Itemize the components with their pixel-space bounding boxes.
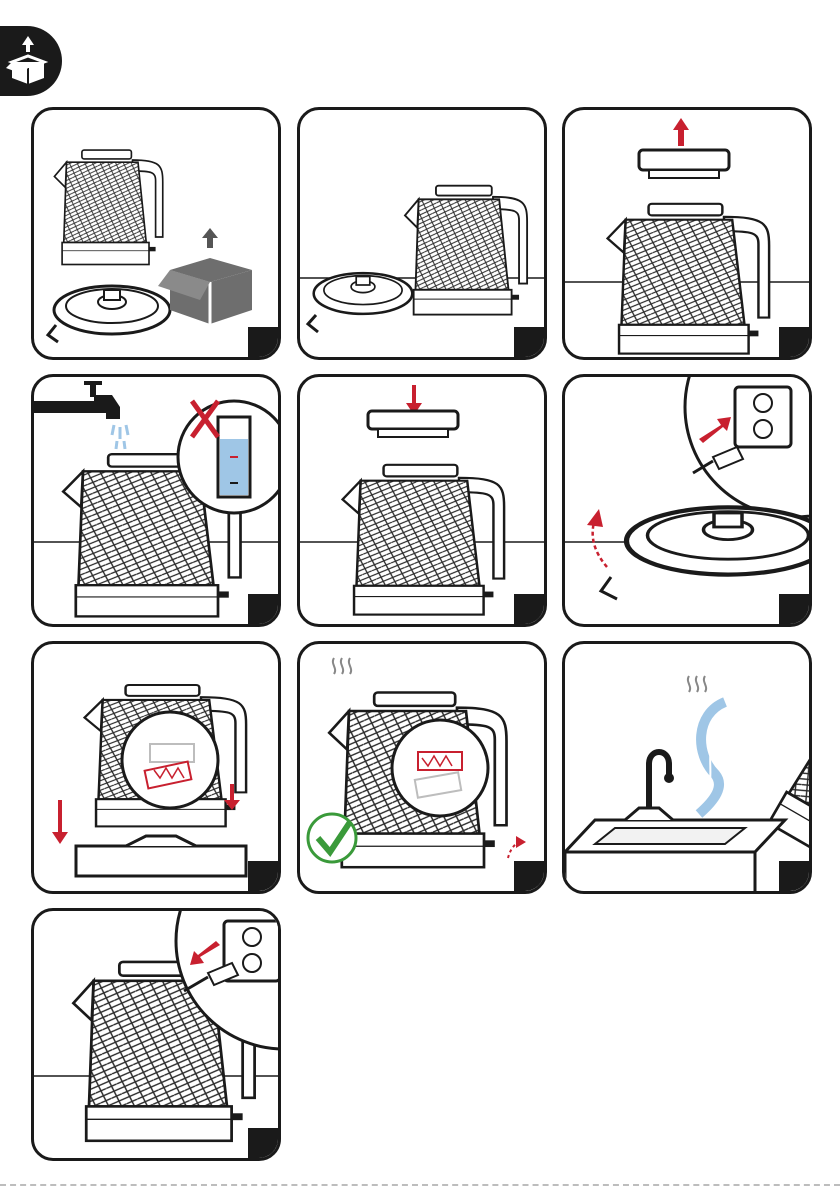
corner-marker xyxy=(779,327,809,357)
water-pour xyxy=(699,702,725,814)
lower-arrow-icon xyxy=(52,800,68,844)
corner-marker xyxy=(514,861,544,891)
step-panel-plug-in xyxy=(562,374,812,627)
corner-marker xyxy=(248,327,278,357)
step-panel-remove-lid xyxy=(562,107,812,360)
step-panel-place-on-base xyxy=(297,107,547,360)
close-lid-scene xyxy=(300,377,547,627)
tap-icon xyxy=(34,381,120,419)
corner-marker xyxy=(248,1128,278,1158)
check-icon xyxy=(308,814,356,862)
power-base xyxy=(76,836,246,876)
step-panel-unplug xyxy=(31,908,281,1161)
remove-lid-scene xyxy=(565,110,812,360)
step-panel-switch-on xyxy=(31,641,281,894)
pour-out-scene xyxy=(565,644,812,894)
water-level-callout xyxy=(178,401,281,513)
step-panel-fill-water xyxy=(31,374,281,627)
switch-up-arrow-icon xyxy=(516,836,526,848)
corner-marker xyxy=(779,861,809,891)
corner-marker xyxy=(514,594,544,624)
corner-marker xyxy=(248,861,278,891)
switch-off-callout xyxy=(392,720,488,816)
steam-icon xyxy=(688,676,706,692)
lift-arrow-icon xyxy=(673,118,689,146)
header-unbox-tab xyxy=(0,26,62,96)
rotate-arrow-icon xyxy=(587,509,603,527)
step-panel-boiling xyxy=(297,641,547,894)
box-icon xyxy=(158,228,252,324)
step-panel-close-lid xyxy=(297,374,547,627)
step-panel-pour-out xyxy=(562,641,812,894)
boiling-scene xyxy=(300,644,547,894)
fill-water-scene xyxy=(34,377,281,627)
sink-icon xyxy=(565,752,785,894)
steam-icon xyxy=(333,658,351,674)
unplug-scene xyxy=(34,911,281,1161)
water-stream xyxy=(112,425,128,449)
place-on-base-scene xyxy=(300,110,547,360)
unbox-arrow-icon xyxy=(4,34,52,86)
corner-marker xyxy=(248,594,278,624)
step-panel-unbox xyxy=(31,107,281,360)
corner-marker xyxy=(514,327,544,357)
plug-in-scene xyxy=(565,377,812,627)
switch-on-scene xyxy=(34,644,281,894)
switch-callout xyxy=(122,712,218,808)
page-edge-dashes xyxy=(0,1184,840,1186)
unbox-scene xyxy=(34,110,281,360)
corner-marker xyxy=(779,594,809,624)
socket-callout xyxy=(685,377,812,517)
